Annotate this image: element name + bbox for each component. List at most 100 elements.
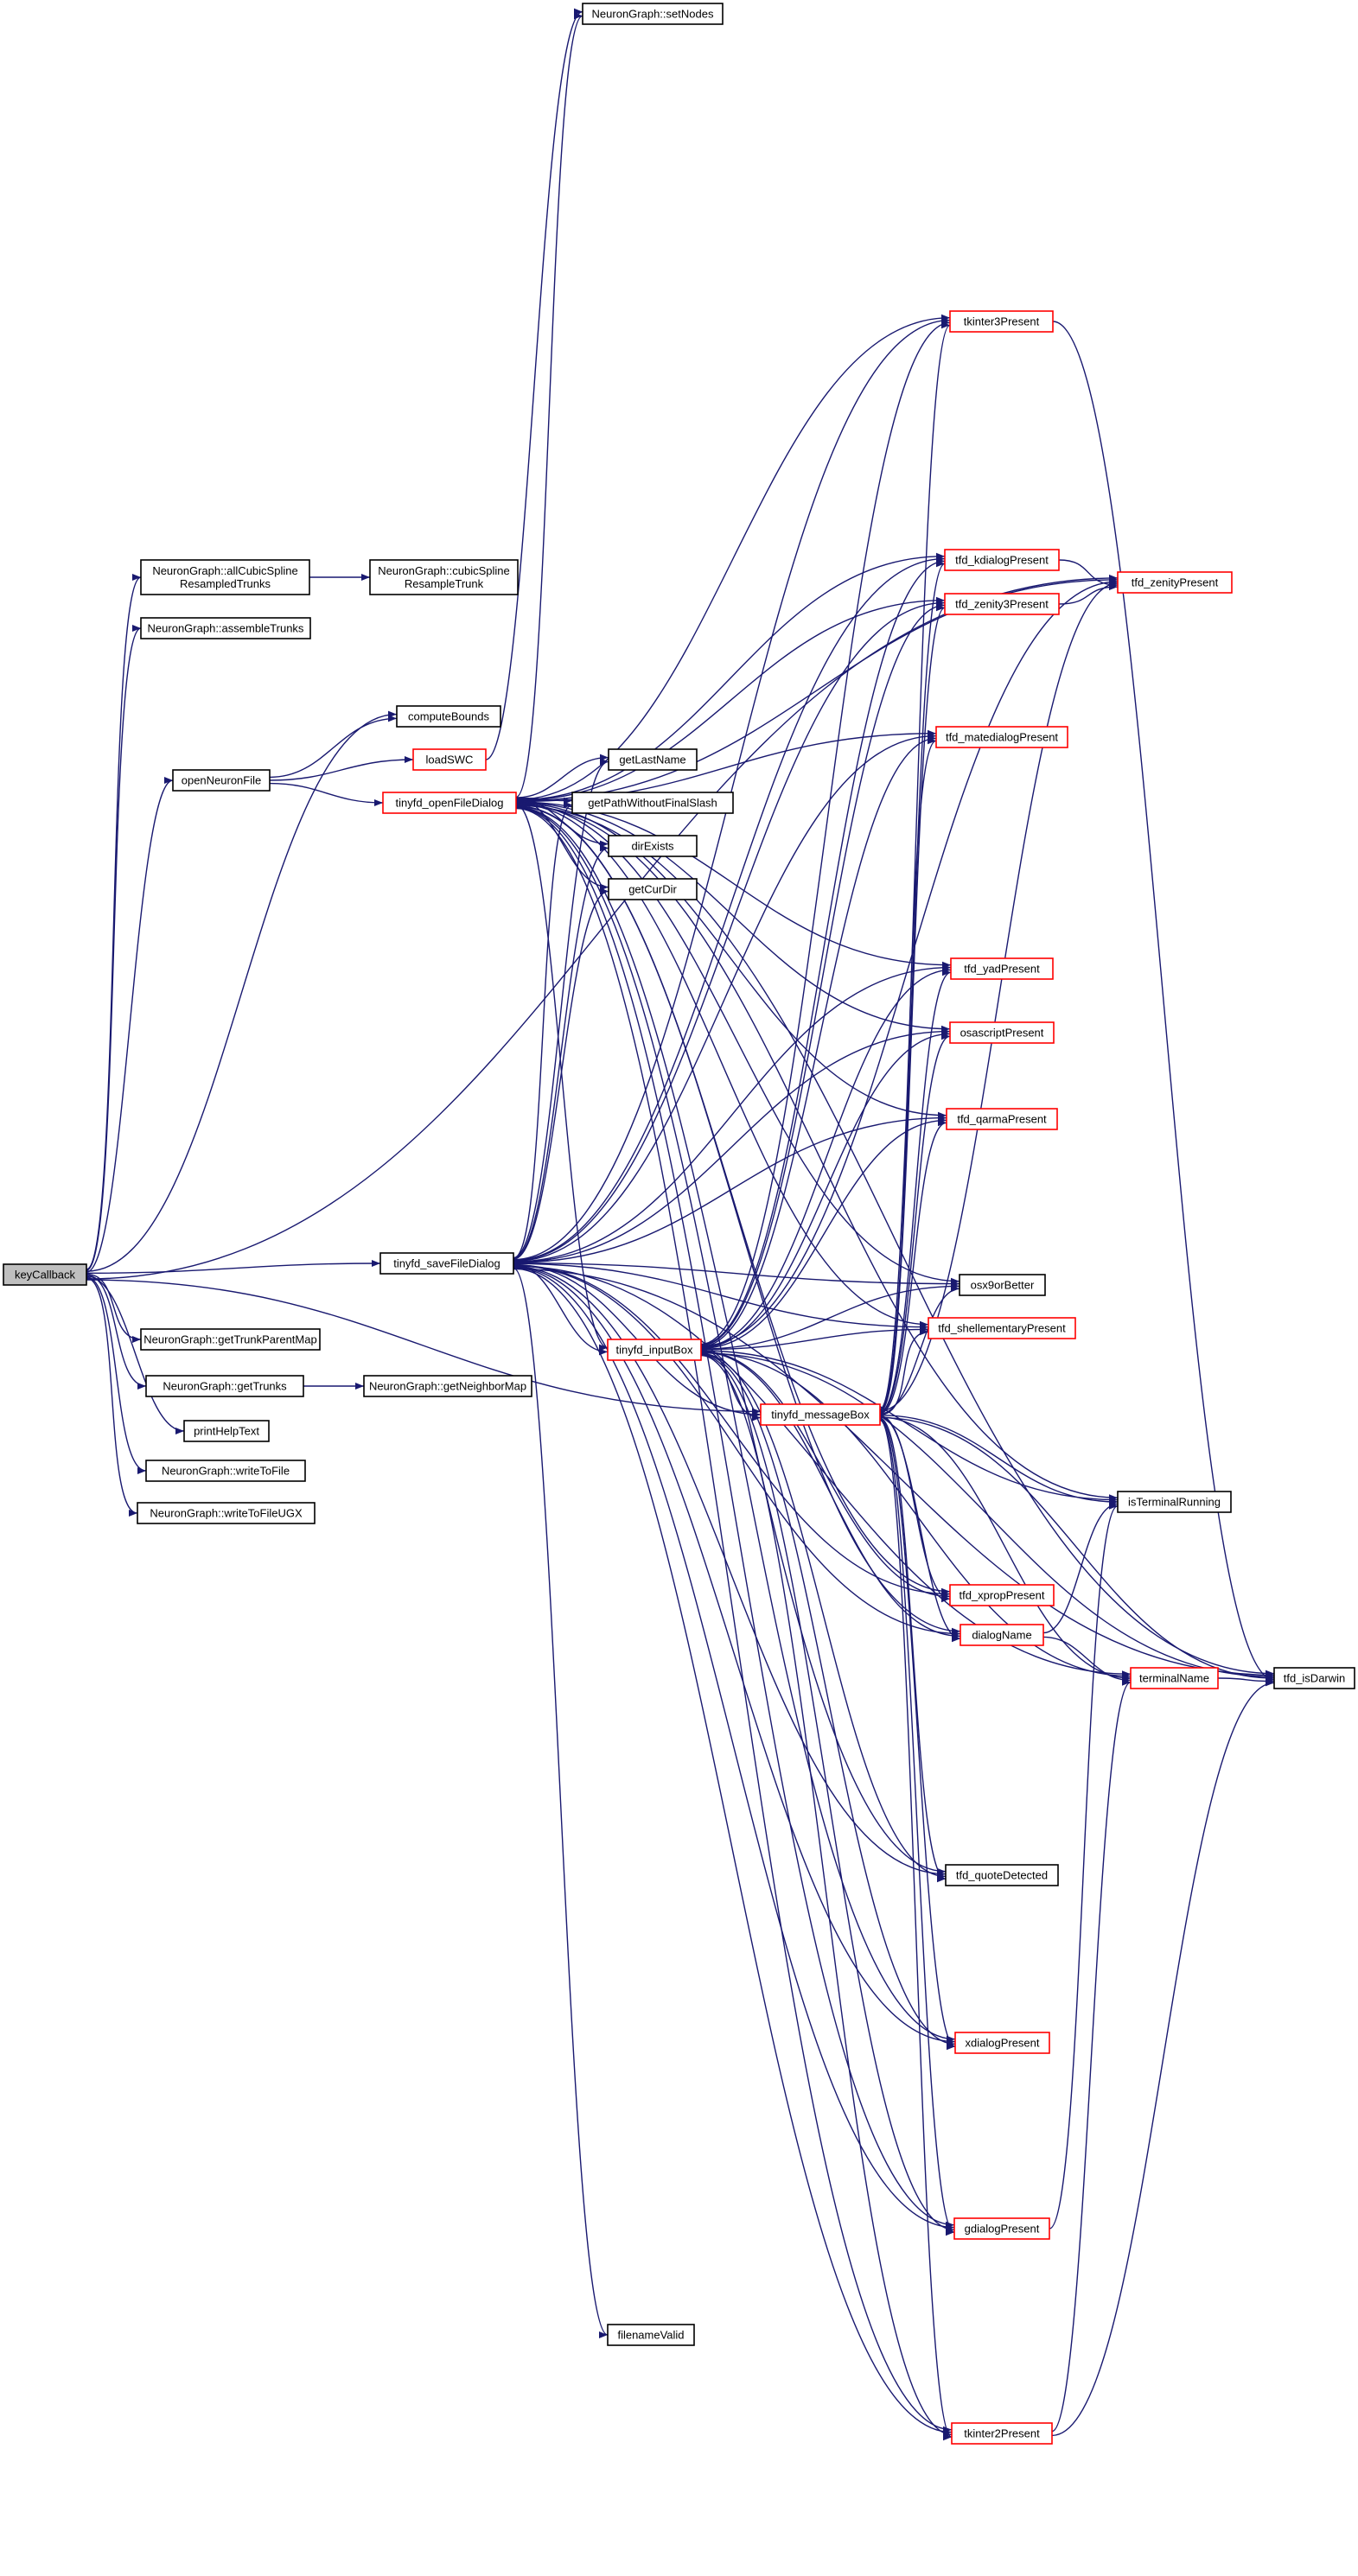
- node-open-neuron-file[interactable]: openNeuronFile: [172, 769, 271, 792]
- node-print-help-text[interactable]: printHelpText: [183, 1420, 270, 1442]
- node-box: [3, 1263, 87, 1286]
- edge-message-box-to-tkinter2-present: [879, 1419, 953, 2441]
- edge-save-file-dialog-to-quote-detected: [513, 1266, 947, 1878]
- edge-line: [879, 1416, 1275, 1682]
- node-box: [607, 1339, 702, 1361]
- node-filename-valid[interactable]: filenameValid: [607, 2324, 695, 2346]
- edge-save-file-dialog-to-matedialog-present: [513, 732, 937, 1263]
- edge-line: [1058, 583, 1119, 605]
- node-load-swc[interactable]: loadSWC: [412, 748, 487, 771]
- node-label: filenameValid: [617, 2329, 684, 2342]
- edge-key-callback-to-write-to-file-ugx: [86, 1277, 138, 1517]
- node-box: [412, 748, 487, 771]
- node-qarma-present[interactable]: tfd_qarmaPresent: [946, 1108, 1058, 1130]
- node-zenity-present[interactable]: tfd_zenityPresent: [1117, 571, 1233, 594]
- edge-message-box-to-gdialog-present: [879, 1419, 955, 2236]
- edge-message-box-to-xdialog-present: [879, 1418, 956, 2051]
- edge-open-file-dialog-to-zenity3-present: [515, 596, 946, 802]
- edge-line: [515, 804, 609, 1352]
- node-osx9or-better[interactable]: osx9orBetter: [959, 1274, 1046, 1296]
- node-label: keyCallback: [15, 1269, 76, 1282]
- edge-save-file-dialog-to-zenity3-present: [513, 599, 946, 1262]
- node-yad-present[interactable]: tfd_yadPresent: [950, 957, 1054, 980]
- edge-line: [879, 604, 946, 1411]
- node-label: NeuronGraph::getTrunkParentMap: [143, 1333, 316, 1346]
- node-set-nodes[interactable]: NeuronGraph::setNodes: [582, 3, 724, 25]
- edge-line: [879, 1415, 1119, 1505]
- edge-save-file-dialog-to-osascript-present: [513, 1027, 951, 1263]
- node-save-file-dialog[interactable]: tinyfd_saveFileDialog: [379, 1252, 514, 1275]
- node-get-path-without-final-slash[interactable]: getPathWithoutFinalSlash: [571, 792, 734, 814]
- edge-dialog-name-to-is-terminal-running: [1042, 1500, 1119, 1634]
- node-quote-detected[interactable]: tfd_quoteDetected: [945, 1864, 1059, 1886]
- node-compute-bounds[interactable]: computeBounds: [396, 705, 501, 728]
- node-xprop-present[interactable]: tfd_xpropPresent: [949, 1584, 1055, 1606]
- edge-line: [700, 601, 946, 1346]
- edge-line: [700, 1352, 947, 1880]
- node-gdialog-present[interactable]: gdialogPresent: [953, 2217, 1050, 2240]
- edge-line: [515, 803, 929, 1328]
- edge-zenity3-present-to-zenity-present: [1058, 583, 1119, 605]
- edge-tkinter2-present-to-terminal-name: [1051, 1679, 1132, 2433]
- node-matedialog-present[interactable]: tfd_matedialogPresent: [935, 726, 1068, 748]
- node-label: getCurDir: [628, 883, 677, 896]
- node-get-trunks[interactable]: NeuronGraph::getTrunks: [145, 1375, 304, 1397]
- node-box: [960, 1624, 1044, 1646]
- edge-line: [513, 1267, 609, 2338]
- edge-input-box-to-zenity3-present: [700, 601, 946, 1346]
- node-box: [145, 1460, 306, 1482]
- edge-save-file-dialog-to-filename-valid: [513, 1267, 609, 2338]
- node-kdialog-present[interactable]: tfd_kdialogPresent: [944, 549, 1060, 571]
- edge-line: [269, 756, 414, 781]
- node-assemble-trunks[interactable]: NeuronGraph::assembleTrunks: [140, 617, 311, 639]
- node-tkinter2-present[interactable]: tkinter2Present: [951, 2422, 1053, 2445]
- node-all-cubic-spline[interactable]: NeuronGraph::allCubicSplineResampledTrun…: [140, 559, 310, 595]
- edge-line: [515, 576, 1119, 802]
- edge-line: [513, 1114, 947, 1263]
- edge-save-file-dialog-to-tkinter3-present: [513, 316, 951, 1261]
- node-tkinter3-present[interactable]: tkinter3Present: [949, 310, 1054, 333]
- node-is-terminal-running[interactable]: isTerminalRunning: [1117, 1491, 1232, 1513]
- node-write-to-file-ugx[interactable]: NeuronGraph::writeToFileUGX: [137, 1502, 316, 1524]
- node-box: [607, 2324, 695, 2346]
- node-get-neighbor-map[interactable]: NeuronGraph::getNeighborMap: [363, 1375, 532, 1397]
- node-osascript-present[interactable]: osascriptPresent: [949, 1021, 1055, 1044]
- node-is-darwin[interactable]: tfd_isDarwin: [1273, 1667, 1355, 1689]
- node-write-to-file[interactable]: NeuronGraph::writeToFile: [145, 1460, 306, 1482]
- edge-line: [879, 1419, 955, 2236]
- node-label: getLastName: [619, 754, 685, 766]
- node-zenity3-present[interactable]: tfd_zenity3Present: [944, 593, 1060, 615]
- edge-open-file-dialog-to-yad-present: [515, 801, 952, 969]
- node-box: [935, 726, 1068, 748]
- edge-save-file-dialog-to-tkinter2-present: [513, 1268, 953, 2436]
- node-dialog-name[interactable]: dialogName: [960, 1624, 1044, 1646]
- node-terminal-name[interactable]: terminalName: [1130, 1667, 1219, 1689]
- node-shellementary-present[interactable]: tfd_shellementaryPresent: [928, 1317, 1076, 1339]
- edge-line: [515, 805, 1275, 1677]
- edge-line: [515, 801, 952, 969]
- edge-save-file-dialog-to-kdialog-present: [513, 555, 946, 1261]
- node-message-box[interactable]: tinyfd_messageBox: [760, 1403, 881, 1426]
- node-get-last-name[interactable]: getLastName: [608, 748, 698, 771]
- edge-line: [515, 12, 583, 798]
- node-open-file-dialog[interactable]: tinyfd_openFileDialog: [382, 792, 517, 814]
- node-input-box[interactable]: tinyfd_inputBox: [607, 1339, 702, 1361]
- edge-input-box-to-osx9or-better: [700, 1282, 960, 1350]
- node-dir-exists[interactable]: dirExists: [608, 835, 698, 857]
- edge-line: [86, 1273, 142, 1343]
- edge-line: [513, 1264, 951, 1598]
- node-get-trunk-parent-map[interactable]: NeuronGraph::getTrunkParentMap: [140, 1328, 321, 1351]
- edge-key-callback-to-zenity-present: [86, 574, 1119, 1280]
- node-xdialog-present[interactable]: xdialogPresent: [954, 2032, 1050, 2054]
- edge-line: [86, 1275, 185, 1434]
- node-get-cur-dir[interactable]: getCurDir: [608, 878, 698, 900]
- edge-line: [879, 580, 1119, 1412]
- node-label: tinyfd_messageBox: [771, 1409, 870, 1422]
- edge-line: [515, 806, 956, 2043]
- edge-line: [700, 557, 946, 1345]
- node-label: tfd_zenity3Present: [955, 598, 1049, 611]
- node-key-callback[interactable]: keyCallback: [3, 1263, 87, 1286]
- edge-tkinter3-present-to-is-darwin: [1052, 321, 1275, 1683]
